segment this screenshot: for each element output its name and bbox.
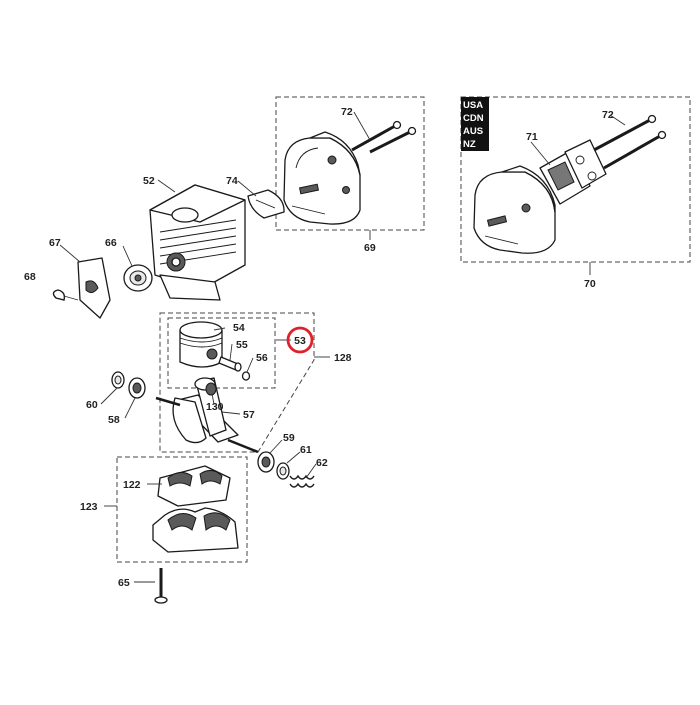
- label-55[interactable]: 55: [236, 339, 248, 351]
- label-56[interactable]: 56: [256, 352, 268, 364]
- retaining-clip: [52, 289, 79, 301]
- bracket: [77, 257, 111, 319]
- region-codes: USA CDN AUS NZ: [461, 97, 489, 151]
- muffler-region-variant: [473, 114, 667, 254]
- crankcase-upper: [157, 465, 231, 507]
- region-code-cdn: CDN: [463, 113, 484, 124]
- label-70[interactable]: 70: [584, 278, 596, 290]
- cylinder: [149, 184, 246, 301]
- label-123[interactable]: 123: [80, 501, 98, 513]
- piston-pin: [218, 356, 242, 372]
- bearing-right: [257, 451, 275, 473]
- crankshaft: [155, 377, 259, 454]
- muffler-gasket: [247, 189, 285, 219]
- label-130[interactable]: 130: [206, 401, 224, 413]
- region-code-box: [461, 97, 489, 151]
- crankcase-group-box: [116, 456, 248, 563]
- label-71[interactable]: 71: [526, 131, 538, 143]
- label-65[interactable]: 65: [118, 577, 130, 589]
- region-code-usa: USA: [463, 100, 483, 111]
- label-57[interactable]: 57: [243, 409, 255, 421]
- label-128[interactable]: 128: [334, 352, 352, 364]
- label-122[interactable]: 122: [123, 479, 141, 491]
- part-number-labels: 52 53 54 55 56 57 58 59 60 61 62 65 66 6…: [24, 106, 614, 589]
- label-60[interactable]: 60: [86, 399, 98, 411]
- piston-crank-kit-box: [159, 312, 315, 453]
- label-72-region[interactable]: 72: [602, 109, 614, 121]
- label-68[interactable]: 68: [24, 271, 36, 283]
- label-54[interactable]: 54: [233, 322, 245, 334]
- case-bolt: [154, 568, 168, 604]
- piston: [179, 321, 223, 368]
- region-code-nz: NZ: [463, 139, 476, 150]
- piston-group-box: [167, 317, 276, 389]
- bearing-left: [128, 377, 146, 399]
- label-59[interactable]: 59: [283, 432, 295, 444]
- label-72-muffler[interactable]: 72: [341, 106, 353, 118]
- region-code-aus: AUS: [463, 126, 483, 137]
- crankcase-lower: [152, 507, 239, 553]
- muffler-group-box: [275, 96, 425, 231]
- muffler: [283, 131, 361, 225]
- label-74[interactable]: 74: [226, 175, 238, 187]
- seal-right: [276, 462, 290, 480]
- label-52[interactable]: 52: [143, 175, 155, 187]
- label-53[interactable]: 53: [294, 335, 306, 347]
- circlip: [241, 371, 251, 381]
- highlight-circle[interactable]: [286, 326, 314, 354]
- label-67[interactable]: 67: [49, 237, 61, 249]
- leader-lines: [59, 111, 626, 583]
- starter-pulley: [123, 264, 153, 292]
- label-69[interactable]: 69: [364, 242, 376, 254]
- muffler-bolts: [351, 120, 417, 154]
- seal-left: [111, 371, 125, 389]
- label-66[interactable]: 66: [105, 237, 117, 249]
- spring: [289, 474, 315, 488]
- muffler-region-group-box: [460, 96, 691, 263]
- needle-bearing: [205, 382, 217, 396]
- label-58[interactable]: 58: [108, 414, 120, 426]
- label-61[interactable]: 61: [300, 444, 312, 456]
- label-62[interactable]: 62: [316, 457, 328, 469]
